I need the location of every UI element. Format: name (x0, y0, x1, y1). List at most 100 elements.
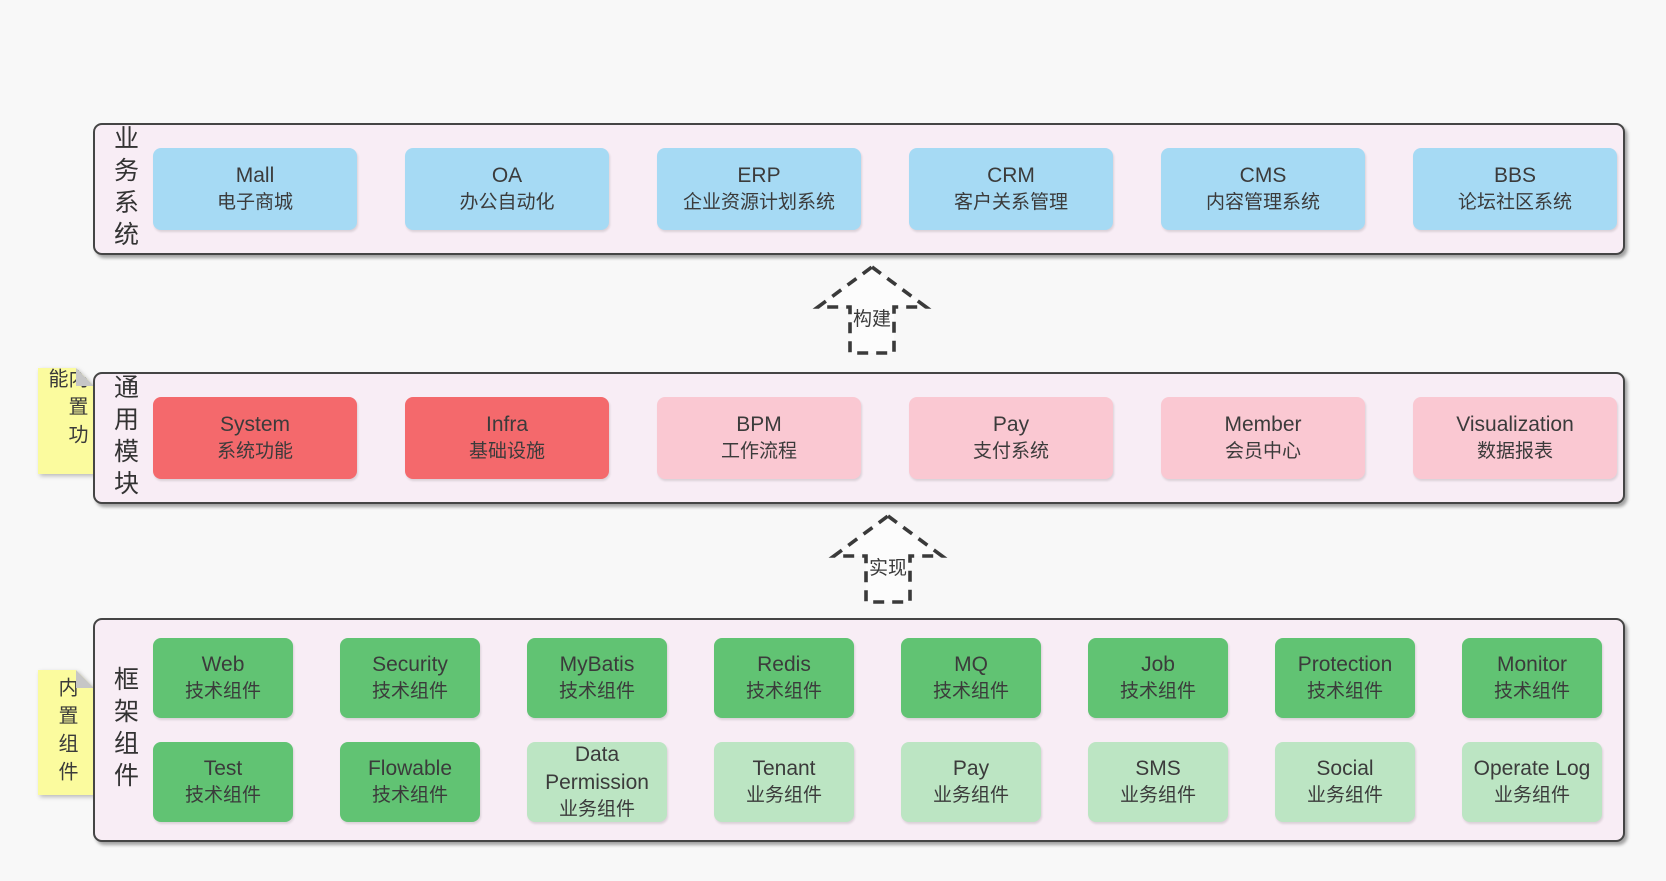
business-boxes-row: Mall 电子商城 OA 办公自动化 ERP 企业资源计划系统 CRM 客户关系… (153, 148, 1617, 230)
box-title: Mall (235, 164, 275, 188)
box-mall: Mall 电子商城 (153, 148, 357, 230)
layer-framework-components: 框架组件 Web 技术组件 Security 技术组件 MyBatis 技术组件… (93, 618, 1625, 842)
box-title: Job (1141, 653, 1175, 677)
sticky-note-builtin-components: 内置组件 (38, 670, 94, 795)
box-title: Pay (952, 757, 990, 781)
box-title: MQ (954, 653, 988, 677)
module-boxes-row: System 系统功能 Infra 基础设施 BPM 工作流程 Pay 支付系统… (153, 397, 1617, 479)
box-oa: OA 办公自动化 (405, 148, 609, 230)
box-title: Security (372, 653, 448, 677)
box-social: Social 业务组件 (1275, 742, 1415, 822)
arrow-build-label: 构建 (853, 308, 891, 330)
box-subtitle: 内容管理系统 (1205, 191, 1320, 213)
component-row-1: Web 技术组件 Security 技术组件 MyBatis 技术组件 Redi… (153, 638, 1602, 718)
sticky-note-builtin-features: 内置功能 (38, 368, 94, 474)
box-title: Data Permission (545, 743, 649, 794)
box-pay-system: Pay 支付系统 (909, 397, 1113, 479)
box-mq: MQ 技术组件 (901, 638, 1041, 718)
box-subtitle: 支付系统 (972, 440, 1049, 462)
box-monitor: Monitor 技术组件 (1462, 638, 1602, 718)
box-title: Member (1224, 413, 1302, 437)
box-title: Monitor (1496, 653, 1568, 677)
box-subtitle: 技术组件 (1493, 680, 1570, 702)
box-subtitle: 技术组件 (371, 784, 448, 806)
box-title: Redis (757, 653, 811, 677)
box-system: System 系统功能 (153, 397, 357, 479)
note-text: 内置功能 (45, 368, 87, 452)
box-bbs: BBS 论坛社区系统 (1413, 148, 1617, 230)
box-crm: CRM 客户关系管理 (909, 148, 1113, 230)
note-text: 内置组件 (55, 676, 77, 789)
box-title: Test (203, 757, 243, 781)
box-subtitle: 业务组件 (558, 798, 635, 820)
box-job: Job 技术组件 (1088, 638, 1228, 718)
box-subtitle: 技术组件 (558, 680, 635, 702)
component-rows: Web 技术组件 Security 技术组件 MyBatis 技术组件 Redi… (153, 638, 1602, 822)
box-tenant: Tenant 业务组件 (714, 742, 854, 822)
box-subtitle: 业务组件 (1119, 784, 1196, 806)
box-title: System (219, 413, 290, 437)
sticky-note-body: 内置组件 (38, 670, 94, 795)
box-subtitle: 客户关系管理 (953, 191, 1068, 213)
layer-common-modules: 通用模块 System 系统功能 Infra 基础设施 BPM 工作流程 Pay… (93, 372, 1625, 504)
sticky-note-body: 内置功能 (38, 368, 94, 474)
box-operate-log: Operate Log 业务组件 (1462, 742, 1602, 822)
layer-label-common-modules: 通用模块 (95, 374, 153, 502)
box-subtitle: 工作流程 (720, 440, 797, 462)
box-pay-component: Pay 业务组件 (901, 742, 1041, 822)
box-web: Web 技术组件 (153, 638, 293, 718)
box-title: MyBatis (559, 653, 635, 677)
box-title: Operate Log (1473, 757, 1591, 781)
box-title: Protection (1297, 653, 1393, 677)
box-subtitle: 业务组件 (745, 784, 822, 806)
box-subtitle: 论坛社区系统 (1457, 191, 1572, 213)
note-fold-corner-icon (76, 670, 94, 688)
layer-business-systems: 业务系统 Mall 电子商城 OA 办公自动化 ERP 企业资源计划系统 CRM… (93, 123, 1625, 255)
layer-label-text: 通用模块 (110, 374, 139, 502)
box-title: Flowable (367, 757, 453, 781)
component-row-2: Test 技术组件 Flowable 技术组件 Data Permission … (153, 742, 1602, 822)
box-subtitle: 技术组件 (184, 680, 261, 702)
box-title: CRM (987, 164, 1035, 188)
box-subtitle: 技术组件 (184, 784, 261, 806)
box-flowable: Flowable 技术组件 (340, 742, 480, 822)
box-cms: CMS 内容管理系统 (1161, 148, 1365, 230)
box-title: ERP (737, 164, 781, 188)
layer-label-framework-components: 框架组件 (95, 666, 153, 794)
layer-label-text: 框架组件 (110, 666, 139, 794)
box-bpm: BPM 工作流程 (657, 397, 861, 479)
box-subtitle: 技术组件 (1119, 680, 1196, 702)
box-mybatis: MyBatis 技术组件 (527, 638, 667, 718)
box-title: SMS (1135, 757, 1181, 781)
box-subtitle: 业务组件 (1306, 784, 1383, 806)
arrow-implement-label: 实现 (869, 557, 907, 579)
box-subtitle: 技术组件 (371, 680, 448, 702)
box-subtitle: 业务组件 (932, 784, 1009, 806)
box-title: BBS (1493, 164, 1537, 188)
arrow-implement-icon: 实现 (828, 513, 948, 604)
box-title: Web (201, 653, 245, 677)
box-title: BPM (736, 413, 782, 437)
box-title: Infra (485, 413, 529, 437)
box-subtitle: 数据报表 (1476, 440, 1553, 462)
box-visualization: Visualization 数据报表 (1413, 397, 1617, 479)
box-protection: Protection 技术组件 (1275, 638, 1415, 718)
box-title: Pay (992, 413, 1030, 437)
box-subtitle: 基础设施 (468, 440, 545, 462)
arrow-build-icon: 构建 (812, 264, 932, 355)
box-security: Security 技术组件 (340, 638, 480, 718)
box-title: OA (491, 164, 523, 188)
layer-label-business-systems: 业务系统 (95, 125, 153, 253)
box-title: CMS (1239, 164, 1287, 188)
box-sms: SMS 业务组件 (1088, 742, 1228, 822)
box-title: Visualization (1456, 413, 1574, 437)
box-subtitle: 业务组件 (1493, 784, 1570, 806)
box-redis: Redis 技术组件 (714, 638, 854, 718)
layer-label-text: 业务系统 (110, 125, 139, 253)
box-subtitle: 会员中心 (1224, 440, 1301, 462)
box-subtitle: 办公自动化 (459, 191, 555, 213)
box-subtitle: 技术组件 (745, 680, 822, 702)
note-fold-corner-icon (76, 368, 94, 386)
box-subtitle: 电子商城 (216, 191, 293, 213)
box-subtitle: 技术组件 (1306, 680, 1383, 702)
